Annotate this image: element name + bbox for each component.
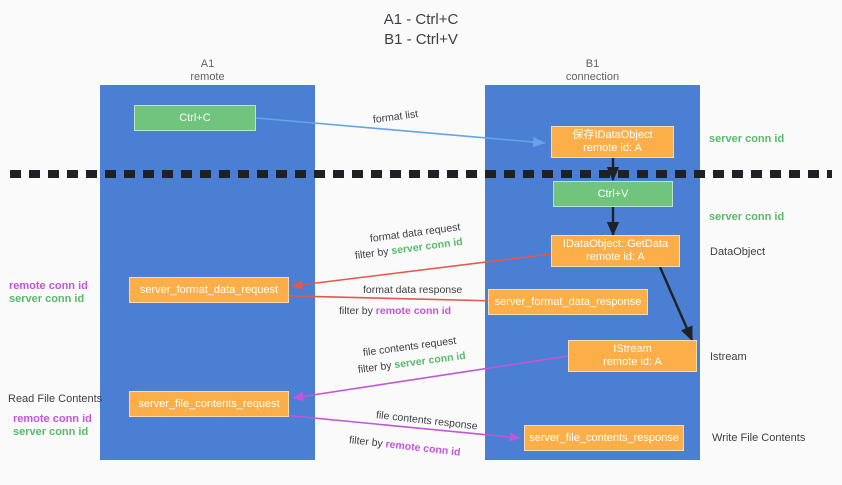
left-label-remote-conn-id-bottom: remote conn id [13, 413, 92, 425]
left-label-server-conn-id-bottom: server conn id [13, 426, 89, 438]
left-label-read-file-contents: Read File Contents [8, 393, 103, 405]
node-save-idataobject-line1: 保存IDataObject [572, 129, 653, 141]
phase-divider [10, 170, 832, 178]
edge-label-format-data-response-filter: filter by remote conn id [339, 305, 451, 318]
node-idataobject-getdata-line1: IDataObject::GetData [562, 238, 669, 250]
node-ctrl-c[interactable]: Ctrl+C [134, 105, 256, 131]
edge-label-file-contents-response-filter-value: remote conn id [384, 438, 462, 459]
lane-header-a1-sub: remote [190, 71, 225, 83]
node-server-file-contents-response-label: server_file_contents_response [529, 431, 679, 444]
right-label-write-file-contents: Write File Contents [712, 432, 806, 444]
edge-label-file-contents-response: file contents response [375, 409, 479, 433]
left-label-server-conn-id-top: server conn id [9, 293, 85, 305]
node-server-file-contents-request[interactable]: server_file_contents_request [129, 391, 289, 417]
edge-label-format-data-response-filter-value: remote conn id [375, 305, 452, 317]
lane-header-a1: A1 remote [140, 58, 275, 84]
right-label-server-conn-id-top: server conn id [709, 133, 785, 145]
page-title: A1 - Ctrl+C B1 - Ctrl+V [383, 11, 459, 48]
lane-header-b1-sub: connection [565, 71, 620, 83]
right-label-server-conn-id-mid: server conn id [709, 211, 785, 223]
edge-label-format-data-request-filter-prefix: filter by [354, 245, 393, 262]
lane-header-a1-name: A1 [200, 58, 215, 70]
node-server-file-contents-request-label: server_file_contents_request [138, 397, 280, 410]
lane-header-b1: B1 connection [525, 58, 660, 84]
left-label-remote-conn-id-top: remote conn id [9, 280, 88, 292]
node-istream-line2: remote id: A [603, 356, 662, 368]
node-istream[interactable]: IStream remote id: A [568, 340, 697, 372]
node-istream-line1: IStream [613, 343, 652, 355]
edge-label-file-contents-response-filter: filter by remote conn id [348, 434, 461, 460]
right-label-istream: Istream [710, 351, 747, 363]
node-idataobject-getdata[interactable]: IDataObject::GetData remote id: A [551, 235, 680, 267]
node-idataobject-getdata-line2: remote id: A [586, 251, 645, 263]
node-ctrl-v[interactable]: Ctrl+V [553, 181, 673, 207]
edge-label-format-data-response: format data response [363, 284, 463, 296]
node-ctrl-c-label: Ctrl+C [179, 111, 211, 124]
node-save-idataobject[interactable]: 保存IDataObject remote id: A [551, 126, 674, 158]
edge-label-format-data-response-filter-prefix: filter by [339, 305, 376, 317]
node-server-format-data-response-label: server_format_data_response [494, 295, 642, 308]
lane-header-b1-name: B1 [585, 58, 600, 70]
edge-label-format-list: format list [372, 108, 419, 126]
node-server-format-data-request-label: server_format_data_request [139, 283, 279, 296]
node-server-file-contents-response[interactable]: server_file_contents_response [524, 425, 684, 451]
right-label-dataobject: DataObject [710, 246, 766, 258]
node-ctrl-v-label: Ctrl+V [597, 187, 629, 200]
edge-label-file-contents-request-filter-prefix: filter by [357, 359, 396, 376]
node-server-format-data-request[interactable]: server_format_data_request [129, 277, 289, 303]
node-save-idataobject-line2: remote id: A [583, 142, 642, 154]
edge-label-file-contents-response-filter-prefix: filter by [348, 434, 387, 451]
node-server-format-data-response[interactable]: server_format_data_response [488, 289, 648, 315]
